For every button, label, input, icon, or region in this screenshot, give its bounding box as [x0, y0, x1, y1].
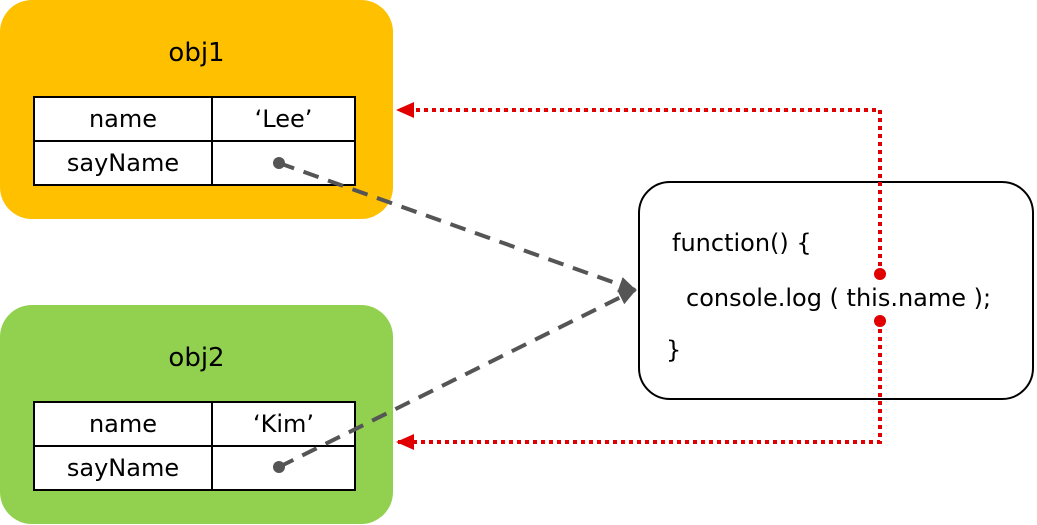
table-row: name ‘Kim’ [33, 401, 356, 447]
obj2-name-value: ‘Kim’ [211, 401, 356, 447]
obj1-properties-table: name ‘Lee’ sayName [33, 96, 356, 186]
obj2-properties-table: name ‘Kim’ sayName [33, 401, 356, 491]
obj1-name-value: ‘Lee’ [211, 96, 356, 142]
obj1-title: obj1 [168, 38, 225, 68]
obj2-box: obj2 name ‘Kim’ sayName [0, 305, 393, 524]
table-row: name ‘Lee’ [33, 96, 356, 142]
function-code-line: } [666, 336, 682, 364]
function-code-line: console.log ( this.name ); [686, 284, 992, 312]
function-code-line: function() { [672, 229, 812, 257]
obj2-title: obj2 [168, 343, 225, 373]
table-row: sayName [33, 445, 356, 491]
obj1-box: obj1 name ‘Lee’ sayName [0, 0, 393, 219]
obj1-sayname-value [211, 140, 356, 186]
obj2-sayname-value [211, 445, 356, 491]
function-box: function() { console.log ( this.name ); … [638, 181, 1034, 400]
obj2-name-key: name [33, 401, 213, 447]
obj2-sayname-key: sayName [33, 445, 213, 491]
obj1-sayname-key: sayName [33, 140, 213, 186]
table-row: sayName [33, 140, 356, 186]
obj1-name-key: name [33, 96, 213, 142]
